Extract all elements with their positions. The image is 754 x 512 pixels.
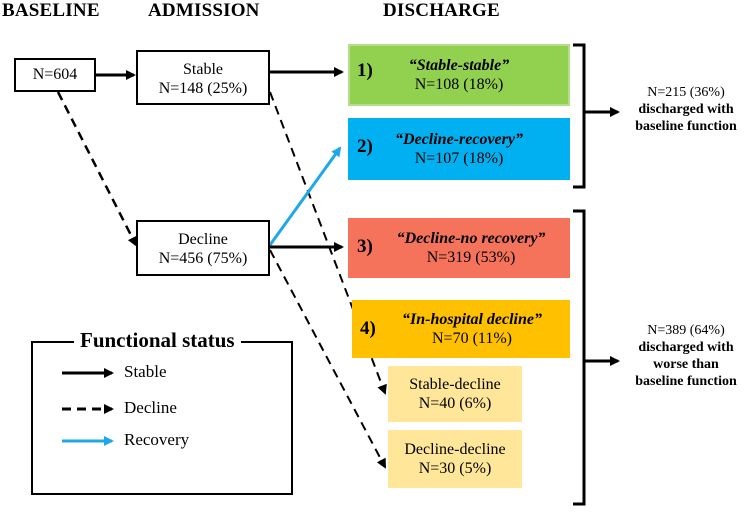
legend-label-recovery: Recovery xyxy=(124,430,190,449)
admission-decline-box: Decline N=456 (75%) xyxy=(136,220,270,276)
group-4-count: N=70 (11%) xyxy=(432,330,512,347)
group-1-count: N=108 (18%) xyxy=(414,76,504,93)
summary-bottom-count: N=389 (64%) xyxy=(647,323,725,338)
discharge-group-2: “Decline-recovery” N=107 (18%) xyxy=(348,118,570,180)
group-1-number: 1) xyxy=(357,60,373,81)
legend-label-decline: Decline xyxy=(124,398,177,417)
discharge-stable-decline: Stable-decline N=40 (6%) xyxy=(388,366,522,422)
discharge-group-1: “Stable-stable” N=108 (18%) xyxy=(348,44,570,106)
baseline-count: N=604 xyxy=(32,66,78,83)
arrow-decline-to-decline-decline xyxy=(269,249,386,469)
admission-stable-count: N=148 (25%) xyxy=(158,80,248,97)
header-baseline: BASELINE xyxy=(2,0,100,21)
summary-bottom-line3: baseline function xyxy=(635,374,737,389)
stable-decline-title: Stable-decline xyxy=(409,376,501,393)
summary-bottom-line2: worse than xyxy=(653,357,719,372)
group-4-title: “In-hospital decline” xyxy=(401,311,542,328)
summary-top-line2: baseline function xyxy=(635,119,737,134)
group-4-number: 4) xyxy=(360,318,376,339)
decline-decline-title: Decline-decline xyxy=(404,441,506,458)
discharge-group-4: “In-hospital decline” N=70 (11%) xyxy=(352,300,570,358)
legend-label-stable: Stable xyxy=(124,362,167,381)
admission-decline-count: N=456 (75%) xyxy=(158,250,248,267)
group-2-title: “Decline-recovery” xyxy=(395,131,523,148)
arrow-stable-to-stable-decline xyxy=(269,91,387,395)
summary-bottom-line1: discharged with xyxy=(638,340,734,355)
legend-title: Functional status xyxy=(74,328,241,353)
decline-decline-count: N=30 (5%) xyxy=(418,460,492,477)
summary-top-count: N=215 (36%) xyxy=(647,85,725,100)
arrow-decline-to-group2 xyxy=(268,146,342,246)
arrow-baseline-to-decline xyxy=(56,91,138,247)
group-2-count: N=107 (18%) xyxy=(414,150,504,167)
group-2-number: 2) xyxy=(357,136,373,157)
group-3-title: “Decline-no recovery” xyxy=(396,230,546,247)
discharge-group-3: “Decline-no recovery” N=319 (53%) xyxy=(348,218,570,278)
group-1-title: “Stable-stable” xyxy=(408,57,510,74)
summary-bottom: N=389 (64%) discharged with worse than b… xyxy=(618,322,754,390)
bracket-bottom xyxy=(573,209,586,506)
admission-stable-label: Stable xyxy=(183,61,223,78)
admission-stable-box: Stable N=148 (25%) xyxy=(136,50,270,105)
group-3-number: 3) xyxy=(357,236,373,257)
baseline-box: N=604 xyxy=(14,58,96,92)
summary-top-line1: discharged with xyxy=(638,102,734,117)
bracket-top xyxy=(573,43,586,189)
discharge-decline-decline: Decline-decline N=30 (5%) xyxy=(388,430,522,488)
admission-decline-label: Decline xyxy=(178,231,228,248)
header-admission: ADMISSION xyxy=(148,0,260,21)
header-discharge: DISCHARGE xyxy=(383,0,500,21)
group-3-count: N=319 (53%) xyxy=(426,249,516,266)
summary-top: N=215 (36%) discharged with baseline fun… xyxy=(618,84,754,135)
stable-decline-count: N=40 (6%) xyxy=(418,395,492,412)
